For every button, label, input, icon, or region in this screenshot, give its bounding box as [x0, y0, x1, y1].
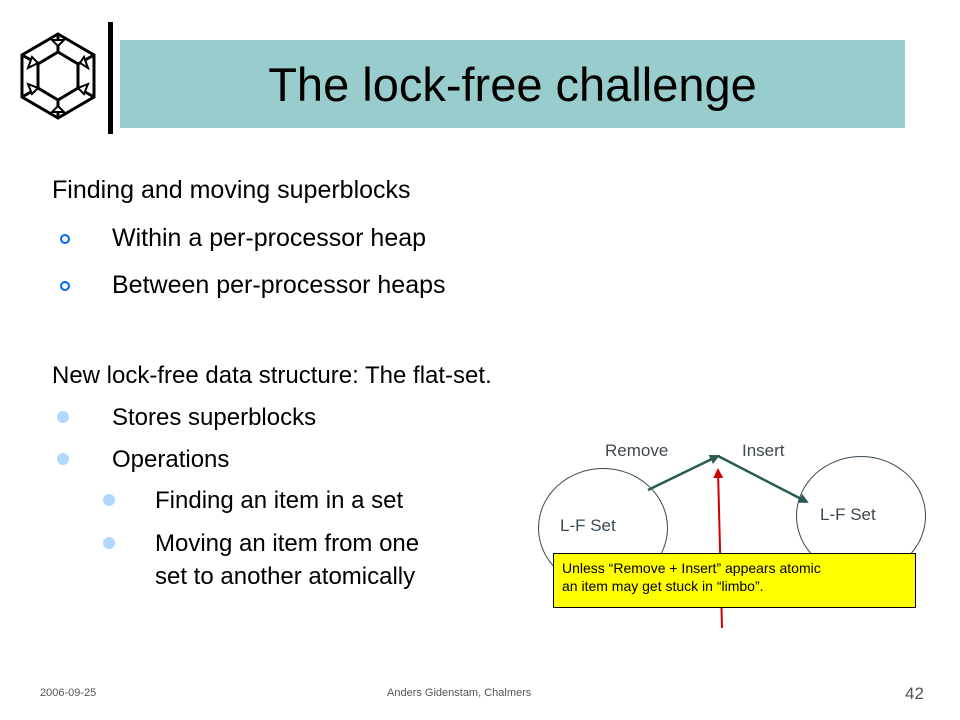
bullet-moving-item-cont: set to another atomically	[155, 563, 416, 590]
note-line-2: an item may get stuck in “limbo”.	[562, 578, 764, 594]
dot-bullet-icon	[57, 411, 69, 423]
bullet-within-heap: Within a per-processor heap	[112, 224, 427, 252]
right-set-label: L-F Set	[820, 505, 876, 524]
heading-flat-set: New lock-free data structure: The flat-s…	[52, 362, 492, 389]
ring-bullet-icon	[60, 234, 70, 244]
remove-arrow	[647, 454, 720, 492]
slide-title: The lock-free challenge	[268, 57, 757, 111]
page-number: 42	[905, 684, 924, 703]
bullet-between-heaps: Between per-processor heaps	[112, 271, 446, 299]
note-line-1: Unless “Remove + Insert” appears atomic	[562, 560, 821, 576]
chalmers-logo-icon	[20, 32, 96, 120]
title-banner: The lock-free challenge	[120, 40, 905, 128]
insert-label: Insert	[742, 441, 785, 460]
dot-bullet-icon	[103, 537, 115, 549]
title-divider	[108, 22, 113, 134]
bullet-finding-item: Finding an item in a set	[155, 487, 404, 514]
remove-label: Remove	[605, 441, 669, 460]
dot-bullet-icon	[57, 453, 69, 465]
heading-superblocks: Finding and moving superblocks	[52, 176, 411, 204]
bullet-moving-item: Moving an item from one	[155, 530, 420, 557]
bullet-operations: Operations	[112, 446, 230, 473]
limbo-note: Unless “Remove + Insert” appears atomic …	[553, 553, 916, 608]
footer-date: 2006-09-25	[40, 687, 97, 699]
bullet-stores-superblocks: Stores superblocks	[112, 404, 317, 431]
ring-bullet-icon	[60, 281, 70, 291]
dot-bullet-icon	[103, 494, 115, 506]
left-set-label: L-F Set	[560, 516, 616, 535]
footer-author: Anders Gidenstam, Chalmers	[387, 687, 532, 699]
insert-arrow	[717, 454, 809, 504]
